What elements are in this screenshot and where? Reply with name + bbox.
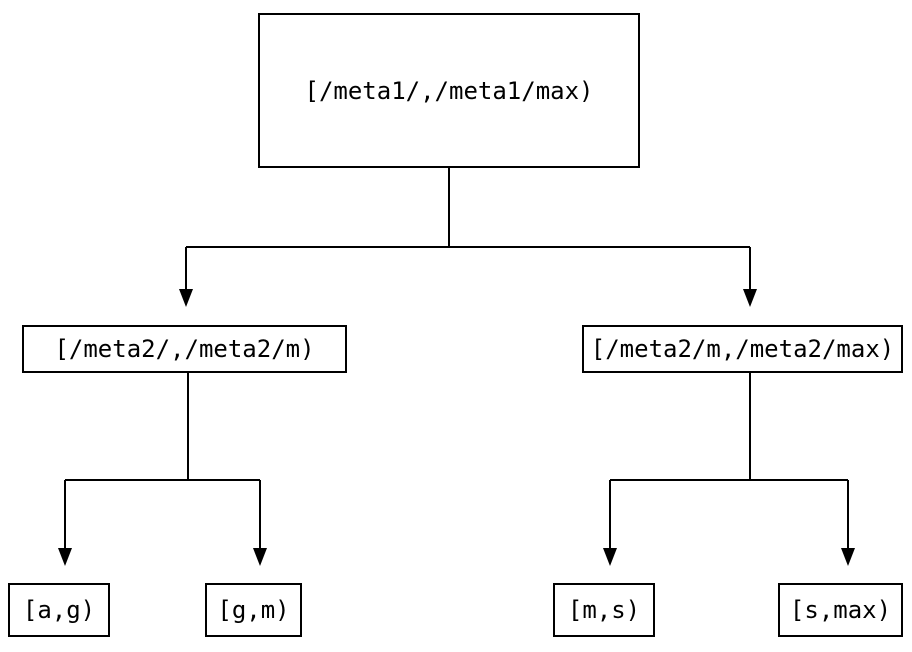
node-leaf-g-m: [g,m)	[205, 583, 302, 637]
arrowhead-meta2low	[179, 289, 193, 307]
node-meta2-high-range: [/meta2/m,/meta2/max)	[582, 325, 903, 373]
arrowhead-leaf-ms	[603, 548, 617, 566]
node-meta2-low-range: [/meta2/,/meta2/m)	[22, 325, 347, 373]
node-leaf-m-s: [m,s)	[553, 583, 655, 637]
arrowhead-meta2high	[743, 289, 757, 307]
arrowhead-leaf-gm	[253, 548, 267, 566]
node-leaf-a-g: [a,g)	[8, 583, 110, 637]
node-leaf-s-max: [s,max)	[778, 583, 903, 637]
arrowhead-leaf-smax	[841, 548, 855, 566]
node-root-range: [/meta1/,/meta1/max)	[258, 13, 640, 168]
arrowhead-leaf-ag	[58, 548, 72, 566]
